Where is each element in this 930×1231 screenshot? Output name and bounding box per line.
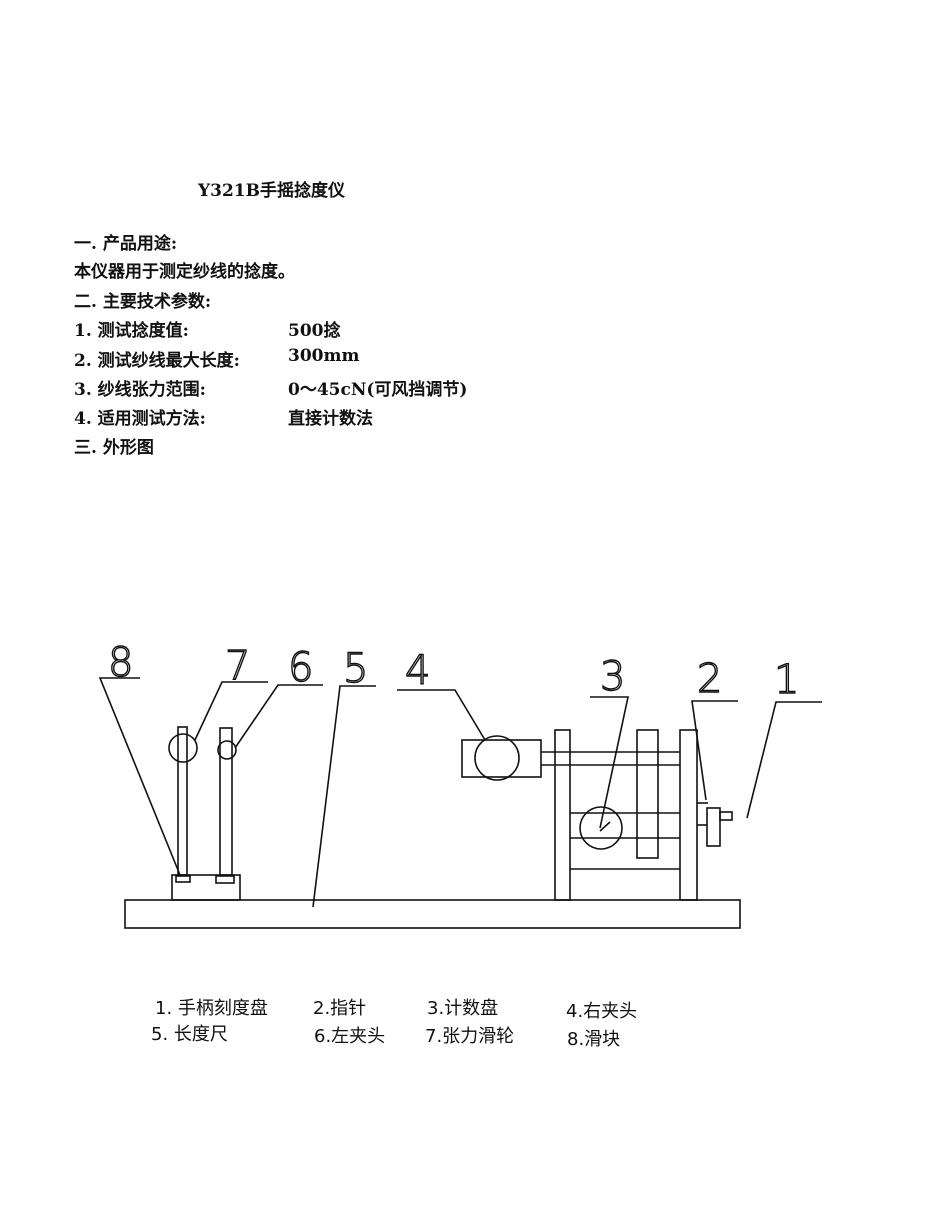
legend-item: 8.滑块 [567,1029,621,1050]
section-purpose-heading: 一. 产品用途: [74,234,178,254]
callout-2: 2 [697,656,722,702]
legend-item: 2.指针 [313,998,367,1019]
frame-right-upright [679,729,698,901]
legend-item: 6.左夹头 [314,1026,386,1047]
param-label: 1. 测试捻度值: [74,321,189,341]
frame-left-upright [554,729,571,901]
left-clamp-post [219,727,233,876]
callout-6: 6 [288,645,313,691]
document-title: Y321B手摇捻度仪 [198,181,345,201]
section-purpose-text: 本仪器用于测定纱线的捻度。 [74,262,295,282]
dial-pointer [599,821,611,832]
counter-dial [579,806,623,850]
legend-item: 1. 手柄刻度盘 [155,998,268,1019]
slider-slot [215,875,235,884]
param-value: 300mm [288,346,360,366]
length-ruler-base [124,899,741,929]
leader-lines [98,677,822,908]
callout-4: 4 [405,648,430,694]
legend-item: 5. 长度尺 [151,1024,228,1045]
param-value: 直接计数法 [288,409,373,429]
param-value: 500捻 [288,321,341,341]
slider-block [171,874,241,901]
param-label: 3. 纱线张力范围: [74,380,206,400]
left-clamp [217,740,237,760]
right-clamp-wheel [474,735,520,781]
callout-5: 5 [343,646,368,692]
right-clamp [461,739,542,778]
param-label: 2. 测试纱线最大长度: [74,351,240,371]
callout-1: 1 [774,657,799,703]
handle-dial [706,807,721,847]
gear-disc [636,729,659,859]
legend-item: 7.张力滑轮 [425,1026,515,1047]
callout-3: 3 [600,654,625,700]
legend-item: 4.右夹头 [566,1001,638,1022]
tension-pulley [168,733,198,763]
param-value: 0～45cN(可风挡调节) [288,380,468,400]
callout-8: 8 [108,640,133,686]
tension-pulley-post [177,726,188,876]
slider-slot [175,875,191,883]
handle-knob [719,811,733,821]
legend-item: 3.计数盘 [427,998,499,1019]
figure-heading: 三. 外形图 [74,438,154,458]
section-params-heading: 二. 主要技术参数: [74,292,212,312]
param-label: 4. 适用测试方法: [74,409,206,429]
